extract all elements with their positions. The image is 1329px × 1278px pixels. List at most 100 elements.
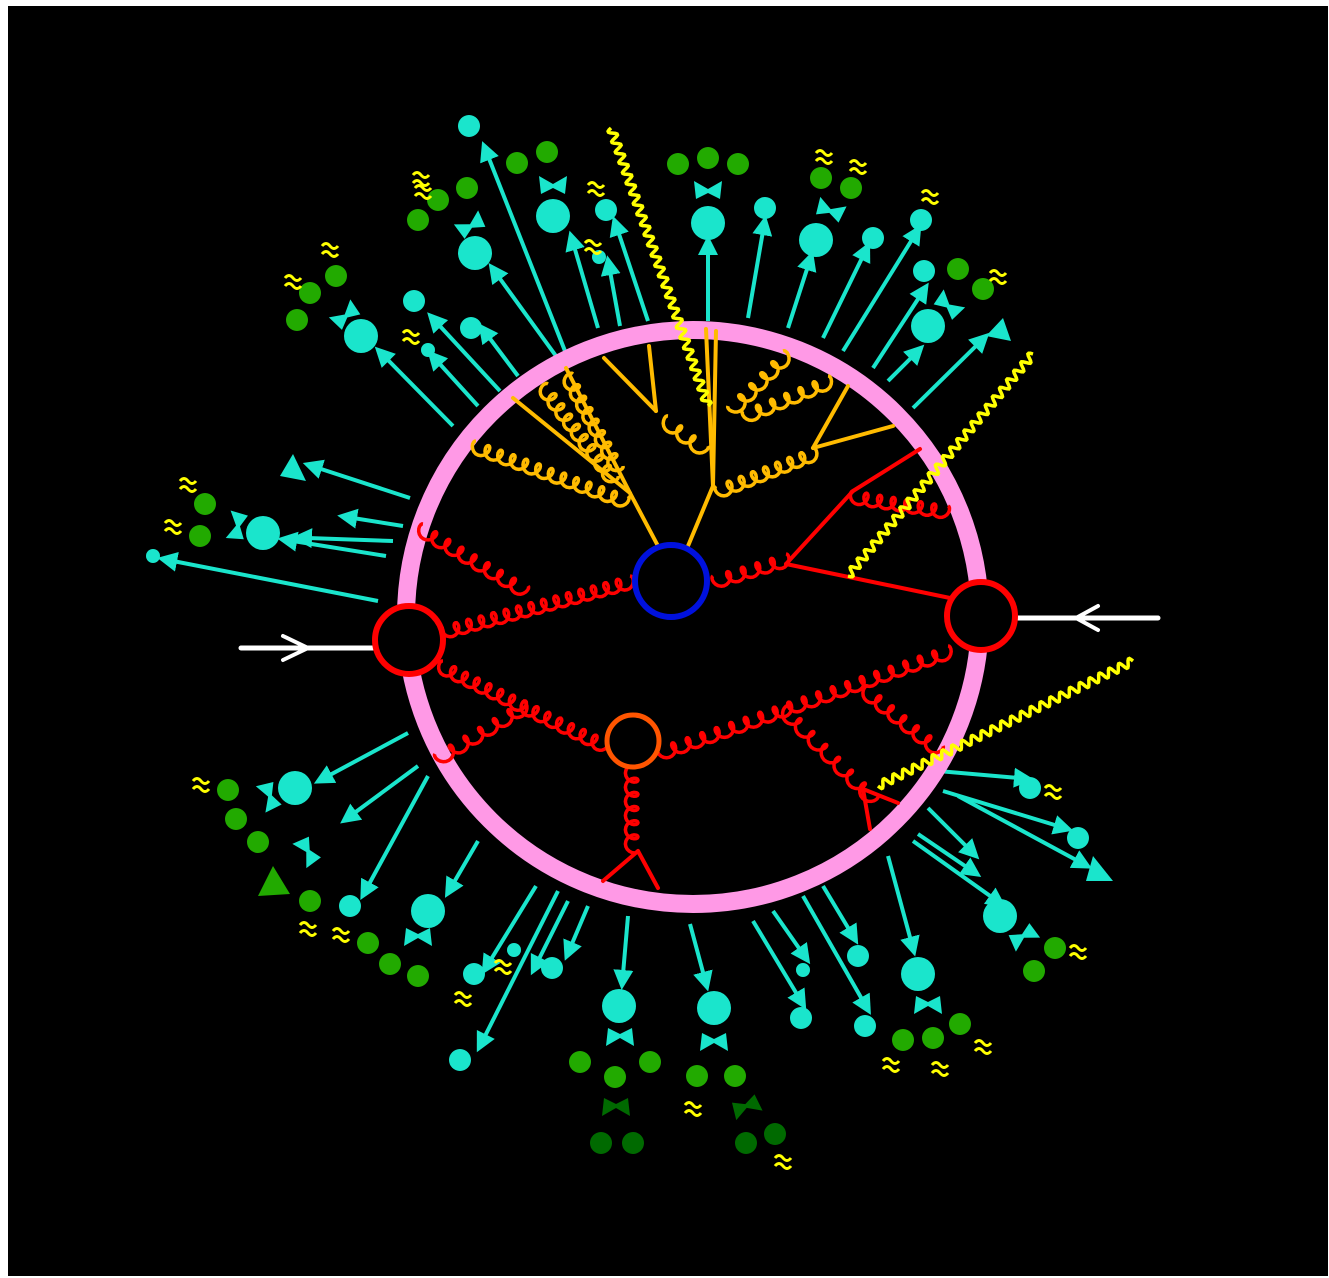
decay-product [379,953,401,975]
decay-vertex-shape [292,836,321,869]
hadron [691,206,725,240]
hadron-arrow [302,459,411,500]
decay-vertex [914,996,942,1014]
hadron-arrow [746,215,773,319]
decay-product [506,152,528,174]
small-photon-stroke [298,921,318,937]
hadron [463,963,485,985]
hadron-arrow [374,346,455,428]
small-photon [411,171,431,187]
decay-vertex-shape [694,181,722,199]
hadron-arrow [916,832,982,877]
hadron [344,319,378,353]
gluon-line [725,348,791,414]
hadron [460,317,482,339]
hadron [983,899,1017,933]
hadron [449,1049,471,1071]
quark-line [601,849,640,883]
decay-product [667,153,689,175]
decay-vertex-dark [602,1098,630,1116]
quark-line [647,344,658,413]
hadron-arrow [480,141,567,352]
gluon-line [655,644,953,760]
decay-product-arrowhead [258,866,290,896]
hadron [697,991,731,1025]
quark-lines [511,327,952,890]
photon-line [847,351,1034,579]
small-photon [881,1057,901,1073]
decay-product [299,890,321,912]
decay-product [189,525,211,547]
small-photon [331,927,351,943]
decay-product [724,1065,746,1087]
decay-vertex [225,510,248,540]
decay-vertex-shape [815,196,847,223]
event-diagram [146,115,1161,1170]
hadron-arrow [563,905,590,961]
decay-vertex-shape [602,1098,630,1116]
decay-product [972,278,994,300]
decay-vertex [700,1033,728,1051]
small-photon-stroke [320,242,340,258]
decay-product-dark [590,1132,612,1154]
small-photon-stroke [283,274,303,290]
decay-product [225,808,247,830]
decay-vertex [292,836,321,869]
quark-line [861,787,872,831]
gluon-line [710,552,791,588]
small-photon-stroke [163,519,183,535]
hadron-arrowhead [1086,856,1113,881]
photon-line [876,656,1135,791]
small-photon [320,242,340,258]
decay-product [247,831,269,853]
small-photon-stroke [773,1154,793,1170]
small-photon [401,329,421,345]
decay-product [1044,937,1066,959]
decay-product [536,141,558,163]
decay-product [949,1013,971,1035]
hadron [507,943,521,957]
small-photon-stroke [413,184,433,200]
small-photon [1068,944,1088,960]
small-photon-stroke [493,959,513,975]
gluon-line [432,699,529,764]
small-photon-stroke [683,1101,703,1117]
decay-vertex-shape [255,781,282,813]
hadron-arrow [911,839,1007,908]
quark-line [861,787,900,805]
photon-line [606,126,713,408]
small-photon [848,159,868,175]
decay-product [840,177,862,199]
small-photon-stroke [881,1057,901,1073]
small-photon-stroke [583,239,603,255]
hadron-arrow [801,895,871,1015]
small-photon-stroke [401,329,421,345]
hadron-arrowhead [986,318,1011,341]
small-photon-stroke [848,159,868,175]
decay-product [569,1051,591,1073]
decay-vertex-shape [225,510,248,540]
decay-product-dark [764,1123,786,1145]
decay-product [686,1065,708,1087]
decay-product [407,965,429,987]
gluon-line [848,489,952,520]
hadron [411,894,445,928]
decay-product [727,153,749,175]
hadron [403,290,425,312]
small-photon [683,1101,703,1117]
decay-vertex [606,1028,634,1046]
hadron-arrow [600,255,622,327]
small-photon-stroke [178,477,198,493]
hadron [541,957,563,979]
hadron-arrow [444,839,480,898]
hadron-arrow [821,241,871,339]
decay-product [325,265,347,287]
hadron [847,945,869,967]
decay-vertex [694,181,722,199]
decay-vertex-shape [700,1033,728,1051]
quark-line [784,562,952,600]
incoming-beam-left [238,634,376,662]
small-photon [283,274,303,290]
decay-vertex-shape [539,176,567,194]
decay-product [810,167,832,189]
